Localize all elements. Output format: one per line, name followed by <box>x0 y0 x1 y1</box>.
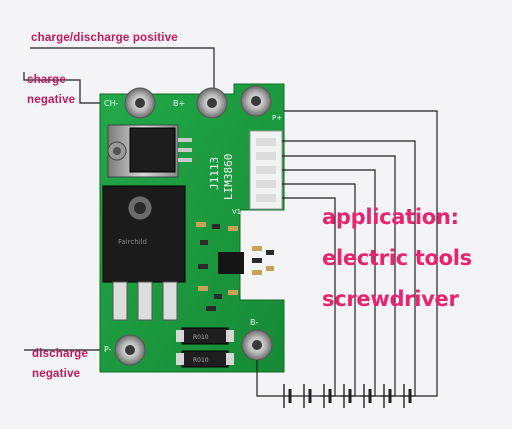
wire-balance-2 <box>282 155 396 397</box>
pad-p-minus <box>114 334 146 366</box>
battery-cell <box>363 384 372 408</box>
mosfet-brand: Fairchild <box>118 238 147 246</box>
shunt-resistor-1: R010 <box>176 327 234 345</box>
battery-cell <box>343 384 352 408</box>
smd-components <box>196 222 274 311</box>
application-line2: electric tools <box>322 246 472 270</box>
pad-ch-minus <box>124 87 156 119</box>
battery-cell <box>383 384 392 408</box>
pad-p-plus <box>240 85 272 117</box>
pad-b-minus-label: B- <box>250 318 258 327</box>
large-mosfet: Fairchild <box>102 185 186 321</box>
label-charge-negative-line2: negative <box>27 94 76 106</box>
pad-b-plus <box>196 87 228 119</box>
chip-marking-2: LIM3860 <box>222 154 235 200</box>
application-line3: screwdriver <box>322 287 459 311</box>
label-wires <box>23 47 215 351</box>
wire-b-minus <box>256 360 278 397</box>
pad-b-minus <box>241 329 273 361</box>
battery-cell <box>323 384 332 408</box>
pcb-board: CH- B+ P+ P- B- Fairchild J1113 LIM3860 <box>99 83 285 373</box>
wire-positive <box>30 47 215 88</box>
label-discharge-negative-line1: discharge <box>32 348 89 360</box>
wire-balance-3 <box>282 169 376 397</box>
connector-header <box>249 130 283 210</box>
v1-label: V1 <box>232 208 241 216</box>
battery-cell <box>403 384 412 408</box>
battery-cell <box>283 384 292 408</box>
wire-charge-negative <box>23 72 118 104</box>
pad-p-minus-label: P- <box>104 345 112 354</box>
pad-b-plus-label: B+ <box>173 99 185 108</box>
application-line1: application: <box>322 205 459 229</box>
battery-cell <box>303 384 312 408</box>
pad-p-plus-label: P+ <box>272 114 282 122</box>
battery-cells <box>283 384 412 408</box>
resistor-1-label: R010 <box>193 334 209 341</box>
label-charge-discharge-positive: charge/discharge positive <box>31 32 178 44</box>
shunt-resistor-2: R010 <box>176 350 234 368</box>
small-mosfet <box>107 124 192 178</box>
label-discharge-negative-line2: negative <box>32 368 81 380</box>
wire-p-plus <box>284 110 438 397</box>
chip-marking-1: J1113 <box>208 157 221 190</box>
label-charge-negative-line1: charge <box>27 74 66 86</box>
pad-ch-minus-label: CH- <box>104 99 119 108</box>
resistor-2-label: R010 <box>193 357 209 364</box>
